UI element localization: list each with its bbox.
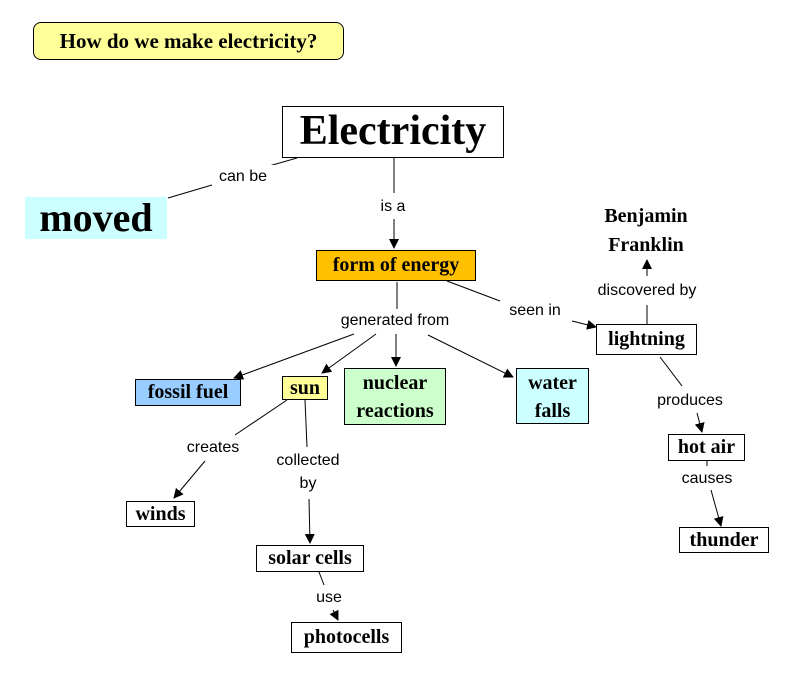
connector-generated-fossil: [233, 333, 355, 380]
connector-generated-sun: [321, 333, 377, 374]
node-lightning[interactable]: lightning: [596, 324, 697, 355]
connector-collected-solar: [304, 498, 315, 544]
node-nuclear-reactions[interactable]: nuclear reactions: [344, 368, 446, 425]
node-solar-cells-text: solar cells: [268, 547, 352, 569]
node-form-of-energy-text: form of energy: [332, 254, 460, 276]
node-form-of-energy[interactable]: form of energy: [316, 250, 476, 281]
node-winds-text: winds: [135, 503, 186, 525]
node-winds[interactable]: winds: [126, 501, 195, 527]
node-nuclear-reactions-line1: nuclear: [362, 372, 428, 394]
connector-produces-hotair: [694, 412, 705, 433]
node-thunder-text: thunder: [689, 529, 759, 551]
link-label-can-be: can be: [212, 165, 274, 188]
node-nuclear-reactions-line2: reactions: [356, 400, 434, 422]
node-sun[interactable]: sun: [282, 376, 328, 400]
node-thunder[interactable]: thunder: [679, 527, 769, 553]
link-label-is-a: is a: [372, 195, 414, 218]
node-hot-air-text: hot air: [677, 436, 736, 458]
connector-lightning-produces: [659, 356, 683, 387]
link-label-collected-by-line1: collected: [276, 452, 340, 469]
connector-generated-water: [427, 334, 514, 378]
connector-canbe-moved: [167, 184, 213, 199]
node-hot-air[interactable]: hot air: [668, 434, 745, 461]
node-benjamin-franklin[interactable]: Benjamin Franklin: [585, 202, 707, 260]
node-electricity-text: Electricity: [299, 108, 487, 154]
node-fossil-fuel-text: fossil fuel: [147, 381, 229, 403]
node-electricity[interactable]: Electricity: [282, 106, 504, 158]
connector-sun-creates: [234, 399, 288, 436]
node-benjamin-franklin-line2: Franklin: [608, 234, 684, 256]
node-benjamin-franklin-line1: Benjamin: [604, 205, 688, 227]
link-label-creates: creates: [180, 436, 246, 459]
node-water-falls-line1: water: [528, 372, 577, 394]
connector-solar-use: [318, 571, 325, 586]
connector-use-photocells: [329, 609, 339, 621]
link-label-collected-by-line2: by: [299, 475, 317, 492]
node-sun-text: sun: [289, 377, 321, 399]
map-title-box[interactable]: How do we make electricity?: [33, 22, 344, 60]
map-title-text: How do we make electricity?: [59, 29, 318, 53]
link-label-causes: causes: [675, 467, 739, 490]
connector-sun-collected: [304, 399, 308, 448]
connector-causes-thunder: [710, 489, 724, 527]
link-label-produces: produces: [650, 389, 730, 412]
connector-form-seenin: [446, 280, 501, 302]
connector-seenin-lightning: [571, 319, 597, 330]
link-label-seen-in: seen in: [502, 299, 568, 322]
node-water-falls[interactable]: water falls: [516, 368, 589, 424]
link-label-use: use: [309, 586, 349, 609]
node-moved[interactable]: moved: [25, 197, 167, 239]
node-water-falls-line2: falls: [534, 400, 571, 422]
node-fossil-fuel[interactable]: fossil fuel: [135, 379, 241, 406]
link-label-collected-by: collected by: [268, 449, 348, 495]
link-label-generated-from: generated from: [330, 309, 460, 332]
connector-creates-winds: [173, 460, 206, 499]
node-photocells[interactable]: photocells: [291, 622, 402, 653]
link-label-discovered-by: discovered by: [587, 279, 707, 302]
node-lightning-text: lightning: [608, 328, 685, 350]
node-photocells-text: photocells: [303, 626, 390, 648]
node-solar-cells[interactable]: solar cells: [256, 545, 364, 572]
node-moved-text: moved: [39, 195, 153, 240]
